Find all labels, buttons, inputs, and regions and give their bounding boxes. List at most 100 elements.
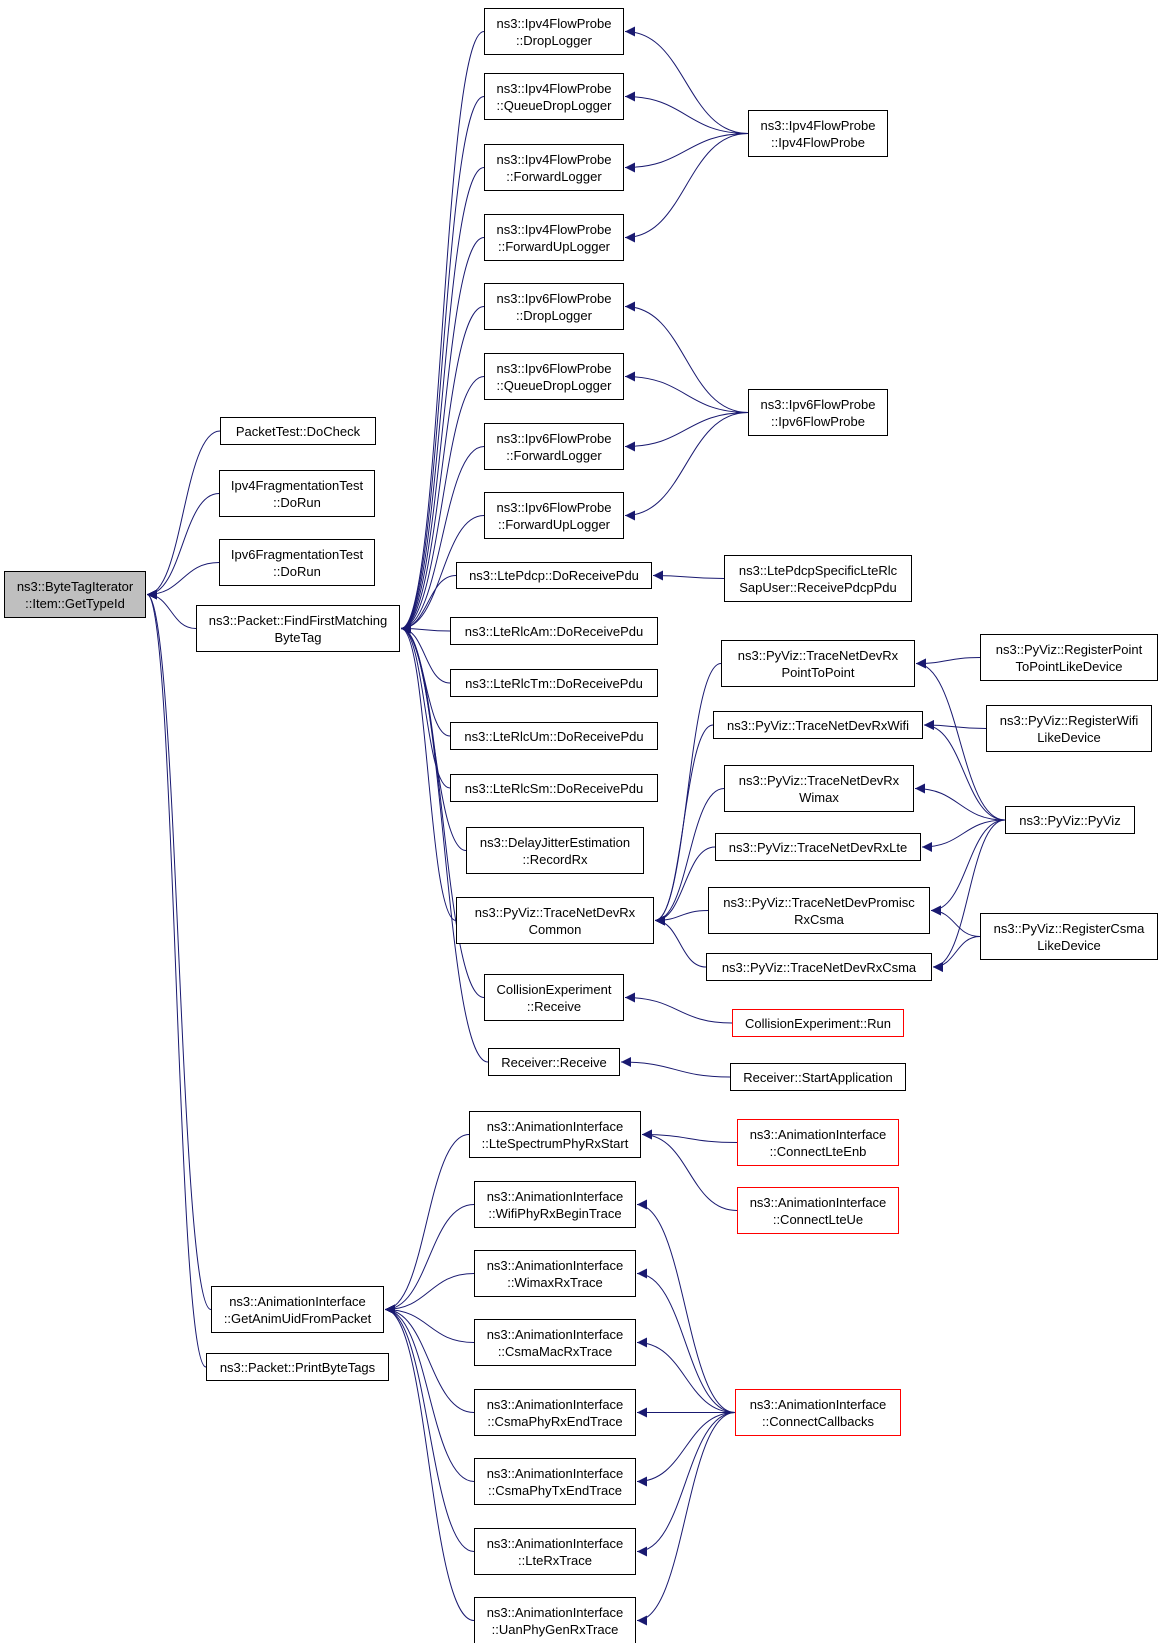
node-label-line: Receiver::Receive: [501, 1054, 607, 1070]
node-label-line: ::WimaxRxTrace: [507, 1274, 603, 1290]
node-label-line: ByteTag: [274, 629, 322, 645]
edge-lterlcsm-to-findfirst: [400, 623, 451, 789]
node-label-line: CollisionExperiment::Run: [745, 1015, 891, 1031]
node-tndrxcsma[interactable]: ns3::PyViz::TraceNetDevRxCsma: [706, 953, 932, 981]
edge-regcsma-to-tndrxcsma: [932, 936, 981, 972]
node-csmamac[interactable]: ns3::AnimationInterface::CsmaMacRxTrace: [474, 1319, 636, 1366]
edge-ipv4frag-to-root: [146, 493, 220, 600]
node-wifiphy[interactable]: ns3::AnimationInterface::WifiPhyRxBeginT…: [474, 1181, 636, 1228]
edge-connlteenb-to-ltespec: [641, 1129, 738, 1143]
node-conncallbacks[interactable]: ns3::AnimationInterface::ConnectCallback…: [735, 1389, 901, 1436]
node-label-line: ns3::Ipv4FlowProbe: [760, 117, 876, 133]
node-label-line: ::Ipv6FlowProbe: [771, 413, 865, 429]
edge-lterx-to-getanimuid: [384, 1304, 475, 1552]
node-label-line: ::DoRun: [273, 563, 321, 579]
node-label-line: ns3::LtePdcpSpecificLteRlc: [738, 562, 898, 578]
node-connlteue[interactable]: ns3::AnimationInterface::ConnectLteUe: [737, 1187, 899, 1234]
node-ipv6frag[interactable]: Ipv6FragmentationTest::DoRun: [219, 539, 375, 586]
node-label-line: ns3::PyViz::TraceNetDevRx: [474, 904, 636, 920]
node-lterx[interactable]: ns3::AnimationInterface::LteRxTrace: [474, 1528, 636, 1575]
node-label-line: ns3::PyViz::TraceNetDevRxLte: [728, 839, 908, 855]
node-getanimuid[interactable]: ns3::AnimationInterface::GetAnimUidFromP…: [211, 1286, 384, 1333]
node-label-line: ::QueueDropLogger: [496, 97, 612, 113]
edge-ipv6_qdrop-to-findfirst: [400, 376, 485, 634]
node-label-line: ToPointLikeDevice: [1015, 658, 1123, 674]
edge-ipv6frag-to-root: [146, 562, 220, 600]
node-label-line: ns3::Ipv4FlowProbe: [496, 80, 612, 96]
node-startapp[interactable]: Receiver::StartApplication: [730, 1063, 906, 1091]
node-collrecv[interactable]: CollisionExperiment::Receive: [484, 974, 624, 1021]
node-label-line: PointToPoint: [781, 664, 855, 680]
edge-startapp-to-recvrecv: [620, 1057, 731, 1078]
node-label-line: ::CsmaPhyTxEndTrace: [488, 1482, 622, 1498]
edge-pyviz-to-tndrxp2p: [915, 658, 1006, 821]
node-tndrxlte[interactable]: ns3::PyViz::TraceNetDevRxLte: [715, 833, 921, 861]
edge-ltespec-to-getanimuid: [384, 1134, 470, 1315]
node-root[interactable]: ns3::ByteTagIterator::Item::GetTypeId: [4, 571, 146, 618]
node-ipv4-drop[interactable]: ns3::Ipv4FlowProbe::DropLogger: [484, 8, 624, 55]
node-label-line: ns3::PyViz::RegisterWifi: [999, 712, 1139, 728]
node-pyviz[interactable]: ns3::PyViz::PyViz: [1005, 806, 1135, 834]
edge-uanphy-to-getanimuid: [384, 1304, 475, 1621]
node-label-line: ::ConnectLteEnb: [769, 1143, 867, 1159]
node-delayjitter[interactable]: ns3::DelayJitterEstimation::RecordRx: [466, 827, 644, 874]
node-ltepdcp[interactable]: ns3::LtePdcp::DoReceivePdu: [456, 562, 652, 589]
edge-tndrxcsma-to-tndrxcommon: [654, 915, 707, 968]
node-csmaphyrx[interactable]: ns3::AnimationInterface::CsmaPhyRxEndTra…: [474, 1389, 636, 1436]
edge-findfirst-to-root: [146, 589, 197, 629]
node-ltespec[interactable]: ns3::AnimationInterface::LteSpectrumPhyR…: [469, 1111, 641, 1158]
edge-ipv6probe-to-ipv6_drop: [624, 301, 749, 413]
node-ipv6-drop[interactable]: ns3::Ipv6FlowProbe::DropLogger: [484, 283, 624, 330]
node-printbytetags[interactable]: ns3::Packet::PrintByteTags: [206, 1353, 389, 1381]
node-ipv4-fwdup[interactable]: ns3::Ipv4FlowProbe::ForwardUpLogger: [484, 214, 624, 261]
node-ipv6-qdrop[interactable]: ns3::Ipv6FlowProbe::QueueDropLogger: [484, 353, 624, 400]
node-label-line: ::Receive: [526, 998, 582, 1014]
node-wimaxrx[interactable]: ns3::AnimationInterface::WimaxRxTrace: [474, 1250, 636, 1297]
node-csmaphytx[interactable]: ns3::AnimationInterface::CsmaPhyTxEndTra…: [474, 1458, 636, 1505]
node-label-line: CollisionExperiment: [496, 981, 612, 997]
edge-lterlcum-to-findfirst: [400, 623, 451, 737]
node-ipv4-fwd[interactable]: ns3::Ipv4FlowProbe::ForwardLogger: [484, 144, 624, 191]
node-label-line: ::QueueDropLogger: [496, 377, 612, 393]
node-label-line: ::ConnectCallbacks: [762, 1413, 874, 1429]
node-ipv4probe[interactable]: ns3::Ipv4FlowProbe::Ipv4FlowProbe: [748, 110, 888, 157]
node-label-line: ns3::AnimationInterface: [749, 1126, 887, 1142]
node-pt-docheck[interactable]: PacketTest::DoCheck: [220, 417, 376, 445]
node-label-line: ::UanPhyGenRxTrace: [491, 1621, 619, 1637]
node-label-line: ns3::Ipv6FlowProbe: [496, 290, 612, 306]
node-lterlcam[interactable]: ns3::LteRlcAm::DoReceivePdu: [450, 617, 658, 645]
edge-ipv4probe-to-ipv4_qdrop: [624, 91, 749, 134]
node-ipv6-fwd[interactable]: ns3::Ipv6FlowProbe::ForwardLogger: [484, 423, 624, 470]
node-recvrecv[interactable]: Receiver::Receive: [488, 1048, 620, 1076]
node-label-line: ns3::AnimationInterface: [229, 1293, 366, 1309]
node-ipv6probe[interactable]: ns3::Ipv6FlowProbe::Ipv6FlowProbe: [748, 389, 888, 436]
node-ipv4-qdrop[interactable]: ns3::Ipv4FlowProbe::QueueDropLogger: [484, 73, 624, 120]
edge-csmamac-to-getanimuid: [384, 1304, 475, 1343]
node-label-line: ::LteSpectrumPhyRxStart: [481, 1135, 629, 1151]
node-ipv6-fwdup[interactable]: ns3::Ipv6FlowProbe::ForwardUpLogger: [484, 492, 624, 539]
node-lterlctm[interactable]: ns3::LteRlcTm::DoReceivePdu: [450, 669, 658, 697]
node-label-line: ns3::PyViz::TraceNetDevPromisc: [723, 894, 915, 910]
node-uanphy[interactable]: ns3::AnimationInterface::UanPhyGenRxTrac…: [474, 1597, 636, 1643]
node-connlteenb[interactable]: ns3::AnimationInterface::ConnectLteEnb: [737, 1119, 899, 1166]
node-collrun[interactable]: CollisionExperiment::Run: [732, 1009, 904, 1037]
edge-ipv4probe-to-ipv4_drop: [624, 26, 749, 134]
node-label-line: ns3::AnimationInterface: [749, 1396, 887, 1412]
node-lterlcum[interactable]: ns3::LteRlcUm::DoReceivePdu: [450, 722, 658, 750]
node-lterlcsm[interactable]: ns3::LteRlcSm::DoReceivePdu: [450, 774, 658, 802]
node-tndrxwifi[interactable]: ns3::PyViz::TraceNetDevRxWifi: [713, 711, 923, 739]
node-ipv4frag[interactable]: Ipv4FragmentationTest::DoRun: [219, 470, 375, 517]
node-label-line: ns3::AnimationInterface: [486, 1257, 624, 1273]
edge-ipv4probe-to-ipv4_fwd: [624, 133, 749, 173]
